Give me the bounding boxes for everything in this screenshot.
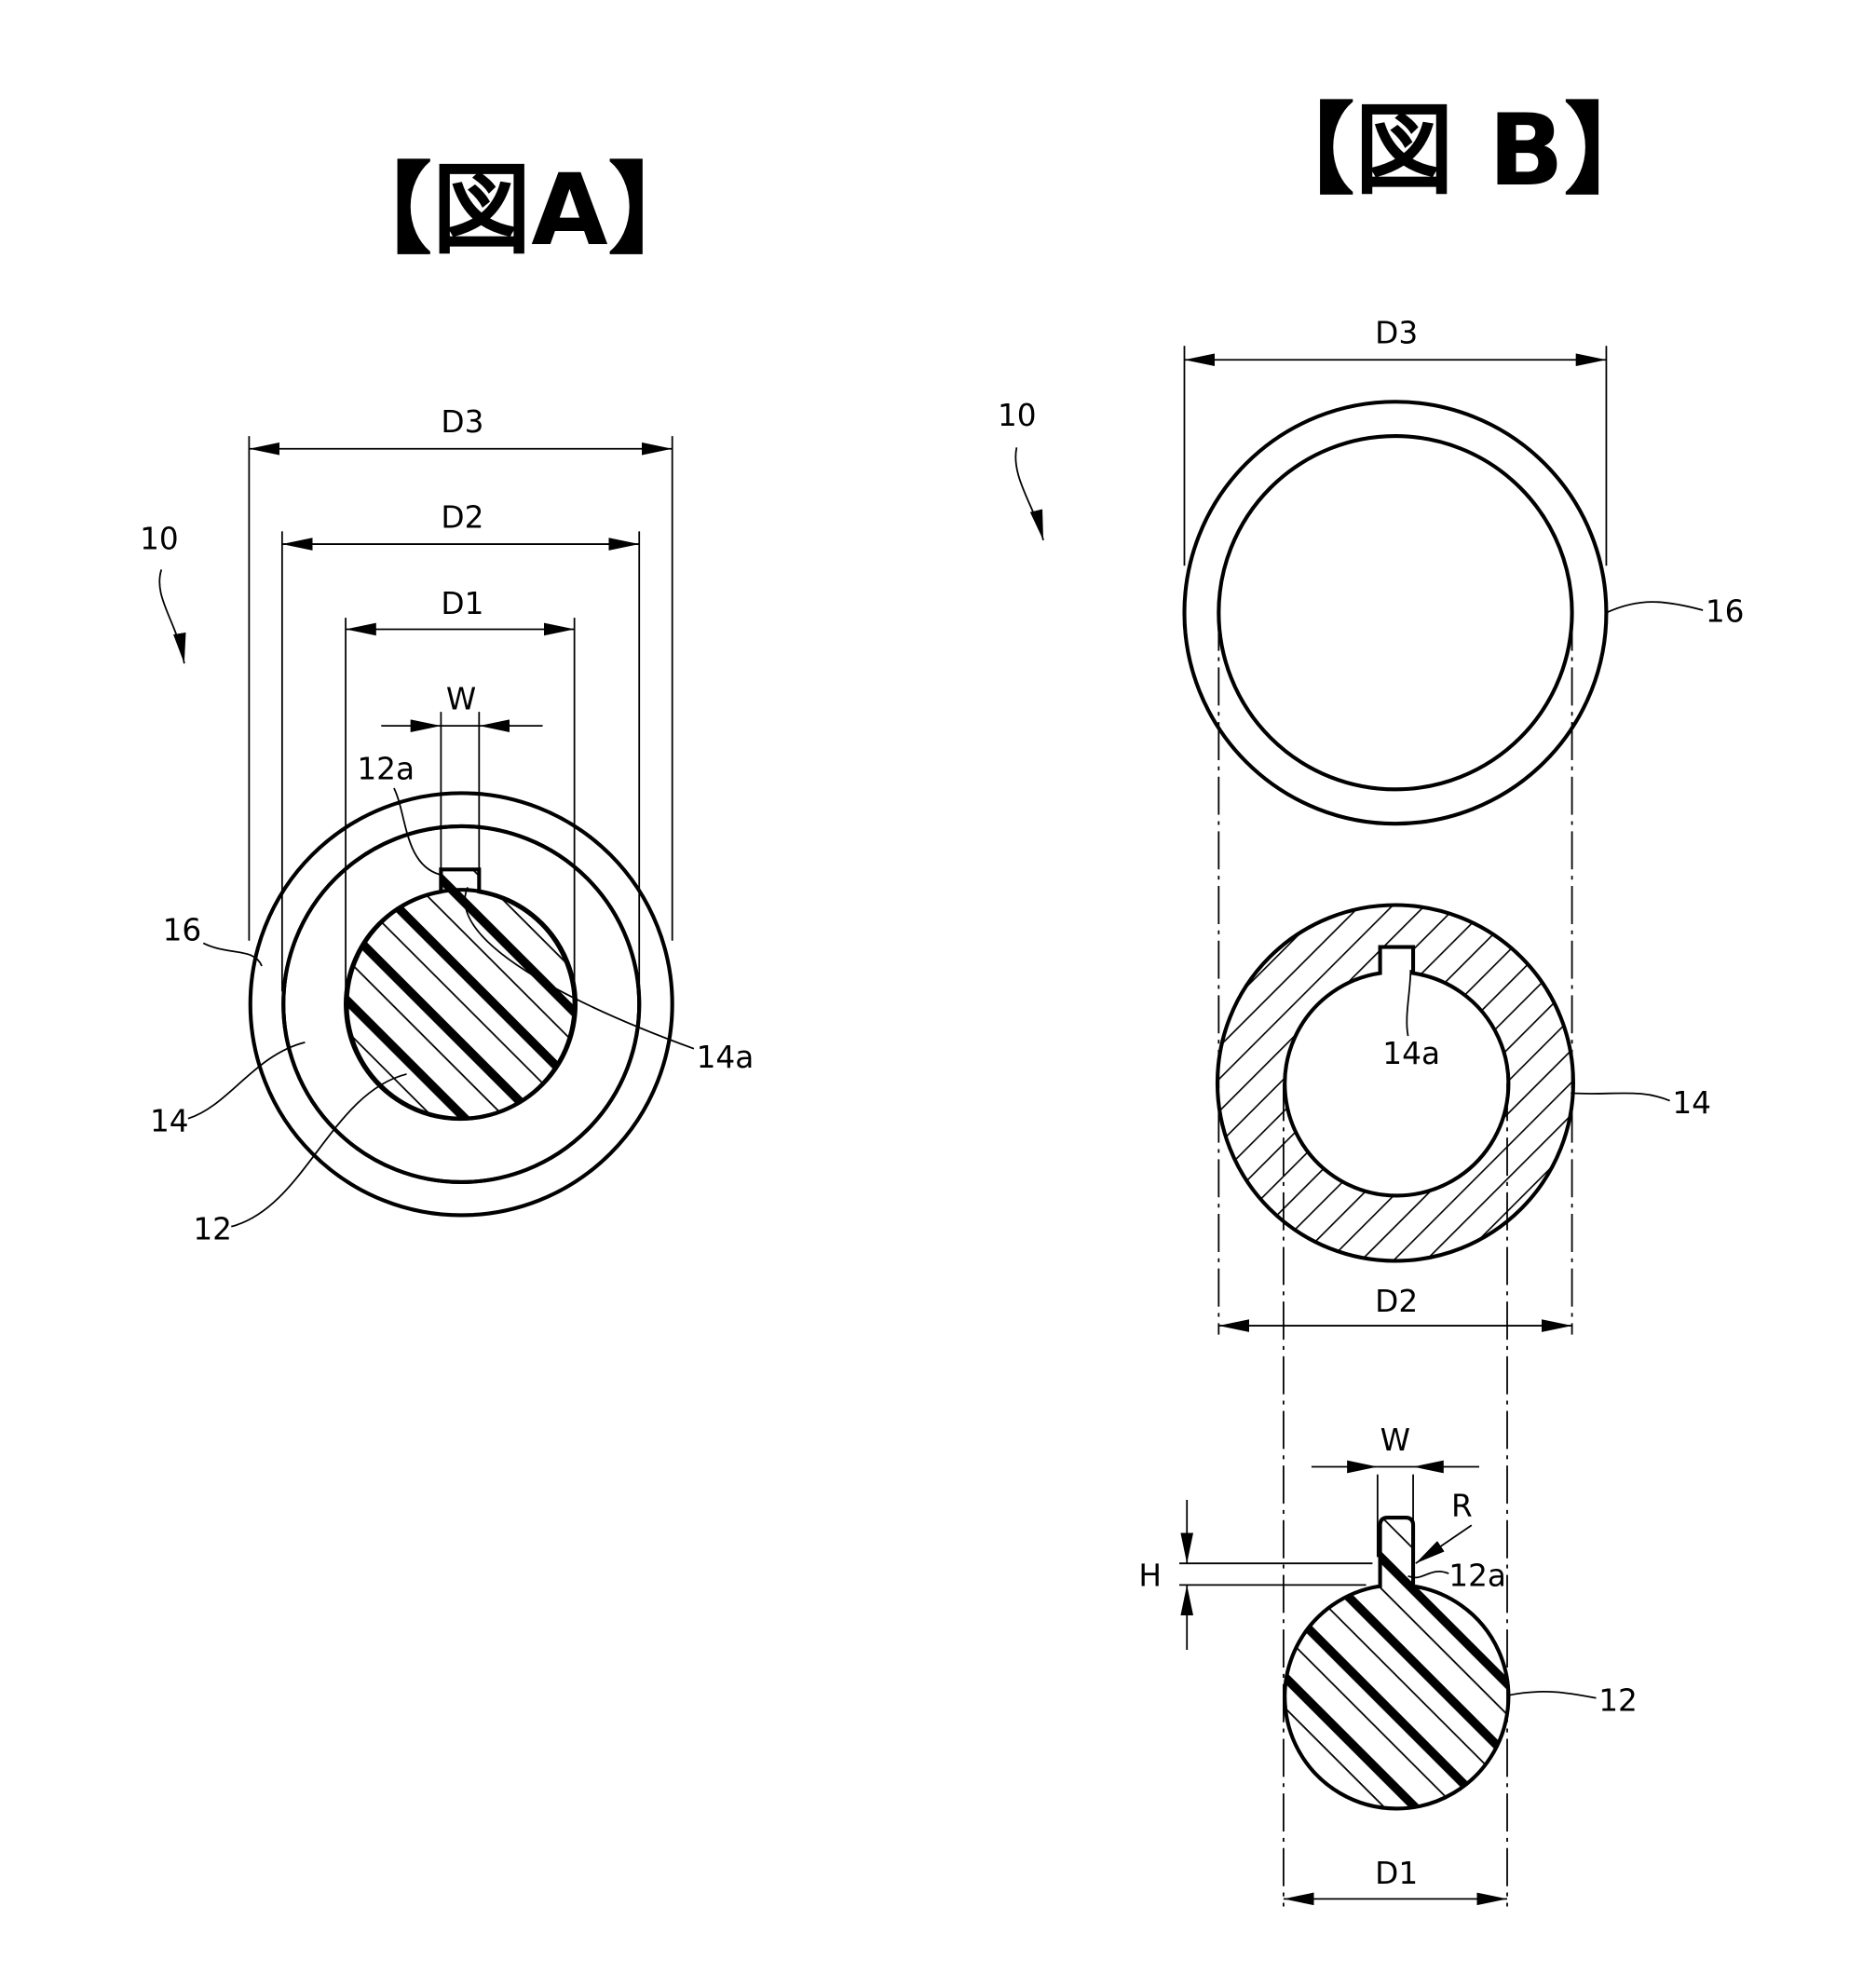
extension-lines <box>248 436 673 1017</box>
label-12a: 12a <box>1448 1559 1506 1594</box>
label-14: 14 <box>150 1103 189 1138</box>
label-10: 10 <box>140 522 179 557</box>
resin-shaft-12 <box>1283 1516 1511 1811</box>
label-d3: D3 <box>441 404 483 440</box>
figure-b-title: 【図 B】 <box>1256 93 1663 209</box>
figure-a: 【図A】 D3 D2 D1 W 10 12a <box>140 153 754 1246</box>
label-14a: 14a <box>697 1040 755 1075</box>
label-14: 14 <box>1672 1085 1711 1121</box>
label-d2: D2 <box>441 499 483 535</box>
metal-sleeve-14 <box>1215 903 1575 1263</box>
label-12a: 12a <box>357 751 415 786</box>
leader-10 <box>1014 447 1044 541</box>
label-14a: 14a <box>1382 1036 1440 1071</box>
figure-b: 【図 B】 10 D3 16 14a 14 D2 W <box>998 93 1745 1907</box>
label-12: 12 <box>193 1211 232 1246</box>
radius-arrow <box>1415 1524 1473 1564</box>
label-w: W <box>1380 1423 1410 1458</box>
label-12: 12 <box>1598 1682 1638 1718</box>
label-d3: D3 <box>1375 316 1418 351</box>
leader-10 <box>158 569 186 664</box>
label-r: R <box>1451 1489 1473 1524</box>
resin-cover-16 <box>1182 400 1609 826</box>
label-h: H <box>1138 1559 1162 1594</box>
figure-a-title: 【図A】 <box>333 153 707 268</box>
label-16: 16 <box>163 913 202 948</box>
label-16: 16 <box>1706 593 1745 629</box>
resin-shaft-12 <box>344 867 577 1122</box>
label-d2: D2 <box>1375 1284 1418 1319</box>
label-d1: D1 <box>1375 1856 1418 1891</box>
label-w: W <box>446 681 476 716</box>
label-10: 10 <box>998 398 1037 433</box>
label-d1: D1 <box>441 586 483 621</box>
